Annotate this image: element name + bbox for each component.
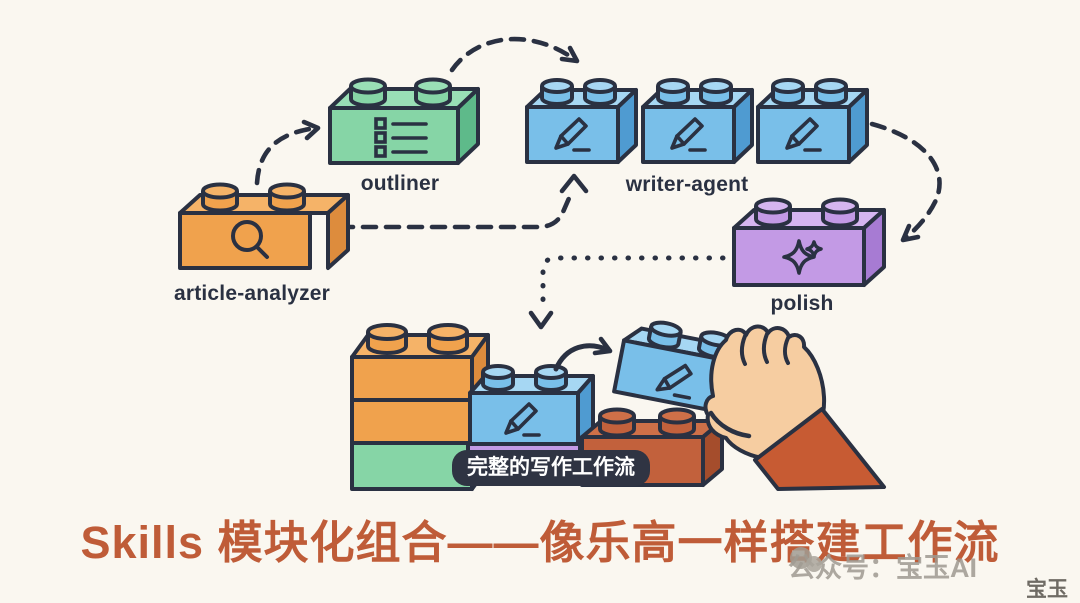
arrow-article-to-writer-elbow — [337, 173, 589, 230]
arrow-outliner-to-writer — [449, 36, 580, 73]
brick-polish — [732, 197, 886, 287]
label-article-analyzer: article-analyzer — [173, 282, 331, 305]
arrow-polish-to-assembly-dotted — [528, 255, 726, 330]
watermark: 公众号：宝玉AI — [788, 546, 977, 585]
page-title: Skills 模块化组合——像乐高一样搭建工作流 — [80, 517, 1000, 568]
sleeve — [753, 407, 886, 491]
signature: 宝玉 — [1026, 578, 1068, 601]
hand — [703, 324, 886, 491]
label-writer-agent: writer-agent — [625, 173, 749, 196]
brick-article-analyzer — [178, 182, 350, 270]
brick-outliner — [328, 77, 480, 165]
thumb-line — [708, 410, 752, 439]
assembled-writer-brick — [468, 364, 595, 447]
finger-line — [762, 332, 769, 364]
brick-writer-agent-2 — [641, 78, 754, 164]
label-polish: polish — [770, 292, 834, 315]
arrow-article-to-outliner — [254, 119, 321, 186]
finger-line — [783, 336, 790, 365]
brick-writer-agent-3 — [756, 78, 869, 164]
label-outliner: outliner — [360, 172, 440, 195]
finger-line — [740, 334, 747, 366]
arrow-writer-to-polish — [869, 121, 942, 243]
checklist-icon — [374, 117, 428, 158]
wechat-icon — [790, 547, 822, 572]
workflow-badge: 完整的写作工作流 — [452, 450, 650, 486]
brick-writer-agent-1 — [525, 78, 638, 164]
arrow-place-brick — [553, 336, 613, 372]
